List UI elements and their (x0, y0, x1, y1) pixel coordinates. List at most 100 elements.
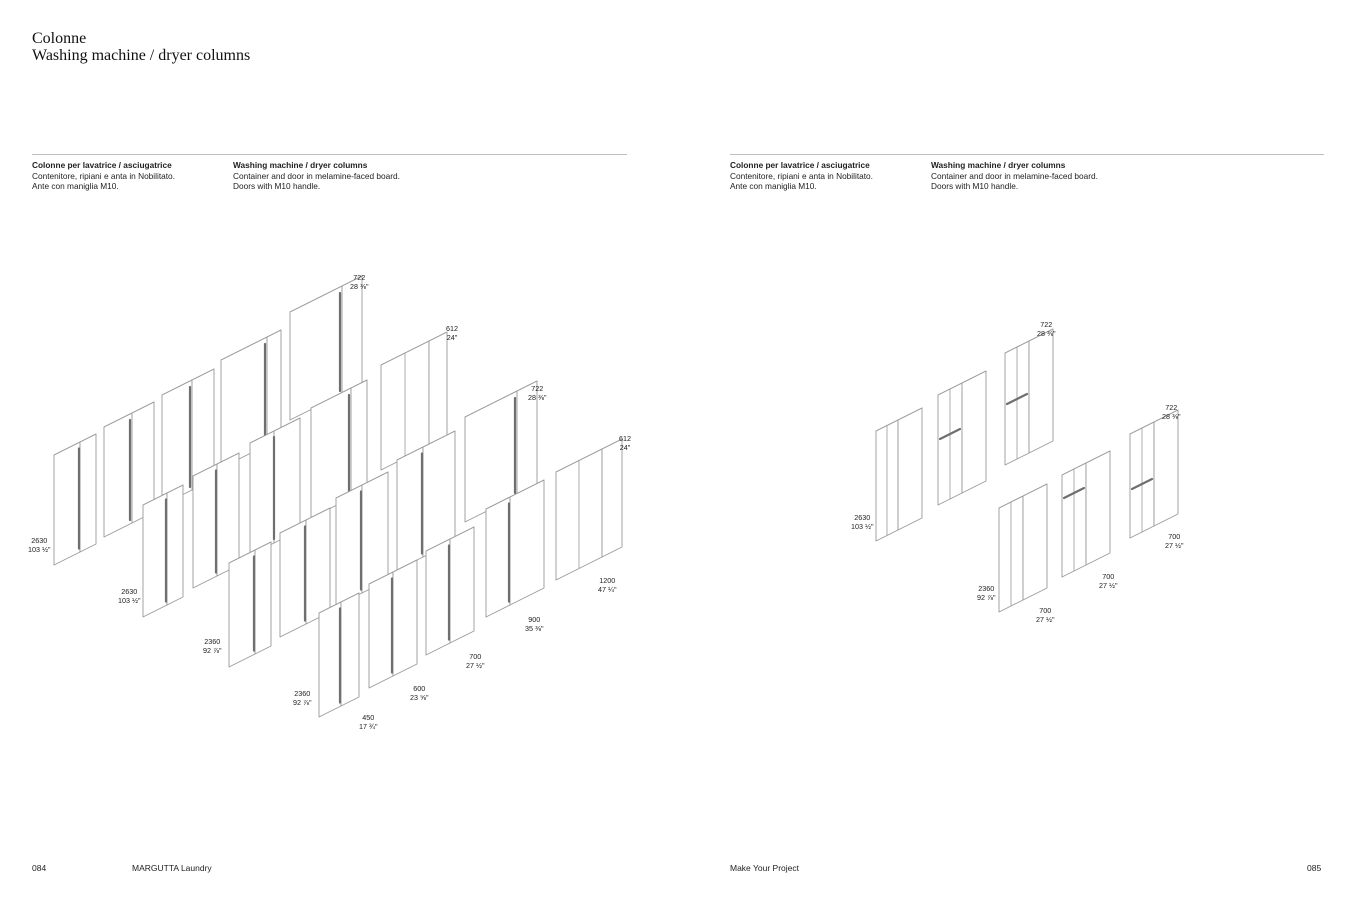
divider-left (32, 154, 627, 155)
cabinet-side (361, 471, 389, 594)
cabinet-front (161, 379, 193, 506)
page-title: Colonne Washing machine / dryer columns (32, 30, 250, 64)
cabinet-side (422, 430, 456, 558)
cabinet-side (305, 507, 331, 625)
cabinet-front (396, 446, 424, 571)
cabinet-top (555, 438, 623, 473)
cabinet-top (220, 329, 282, 361)
cabinet-top (368, 559, 418, 585)
cabinet-top (1004, 328, 1054, 354)
cabinet-side (166, 484, 184, 606)
cabinet-side (1022, 483, 1048, 601)
description-italian-right: Colonne per lavatrice / asciugatrice Con… (730, 160, 873, 192)
desc-line: Doors with M10 handle. (233, 181, 321, 191)
cabinet-top (425, 526, 475, 552)
cabinet-top (396, 430, 456, 461)
cabinet-side (254, 541, 272, 655)
cabinet-top (380, 331, 448, 366)
divider-right (730, 154, 1324, 155)
desc-line: Contenitore, ripiani e anta in Nobilitat… (730, 170, 873, 181)
door-handle (1130, 477, 1154, 491)
title-italian: Colonne (32, 30, 87, 47)
cabinet-side (340, 592, 360, 707)
cabinet-front (53, 441, 81, 566)
cabinet-top (228, 541, 272, 564)
cabinet-front (279, 519, 307, 638)
desc-title: Washing machine / dryer columns (233, 160, 368, 170)
cabinet-front (249, 430, 275, 556)
description-italian-left: Colonne per lavatrice / asciugatrice Con… (32, 160, 175, 192)
cabinet-side (509, 479, 545, 606)
cabinet-side (961, 370, 987, 494)
cabinet-front (228, 549, 256, 668)
cabinet-front (485, 496, 511, 618)
cabinet-front (335, 484, 363, 607)
page-number-right: 085 (1307, 863, 1322, 873)
desc-line: Ante con maniglia M10. (730, 181, 817, 191)
cabinet-top (937, 370, 987, 396)
cabinet-front (192, 463, 218, 589)
cabinet-side (350, 379, 368, 499)
cabinet-top (464, 380, 538, 418)
door-handle (1005, 392, 1029, 406)
cabinet-top (1129, 409, 1179, 435)
cabinet-front (425, 538, 451, 656)
cabinet-front (368, 571, 394, 689)
cabinet-side (897, 407, 923, 531)
cabinet-side (601, 438, 623, 558)
desc-line: Container and door in melamine-faced boa… (931, 170, 1098, 181)
cabinet-top (310, 379, 368, 409)
cabinet-top (192, 452, 240, 477)
cabinet-top (161, 368, 215, 396)
cabinet-side (216, 452, 240, 577)
cabinet-top (998, 483, 1048, 509)
desc-line: Doors with M10 handle. (931, 181, 1019, 191)
cabinet-top (335, 471, 389, 499)
cabinet-front (142, 492, 168, 618)
desc-title: Colonne per lavatrice / asciugatrice (730, 160, 870, 170)
description-english-left: Washing machine / dryer columns Containe… (233, 160, 400, 192)
desc-line: Contenitore, ripiani e anta in Nobilitat… (32, 170, 175, 181)
cabinet-side (1028, 328, 1054, 454)
desc-line: Container and door in melamine-faced boa… (233, 170, 400, 181)
cabinet-top (279, 507, 331, 534)
cabinet-front (318, 601, 342, 718)
cabinet-side (79, 433, 97, 553)
cabinet-side (1153, 409, 1179, 527)
cabinet-side (449, 526, 475, 644)
page-number-left: 084 (32, 863, 47, 873)
cabinet-side (1085, 450, 1111, 566)
cabinet-side (392, 559, 418, 677)
description-english-right: Washing machine / dryer columns Containe… (931, 160, 1098, 192)
cabinet-side (273, 417, 301, 544)
footer-section: Make Your Project (730, 863, 799, 873)
door-handle (1062, 486, 1086, 500)
door-handle (938, 427, 962, 441)
cabinet-side (341, 275, 363, 395)
desc-title: Colonne per lavatrice / asciugatrice (32, 160, 172, 170)
cabinet-top (1061, 450, 1111, 476)
desc-line: Ante con maniglia M10. (32, 181, 119, 191)
cabinet-top (318, 592, 360, 614)
